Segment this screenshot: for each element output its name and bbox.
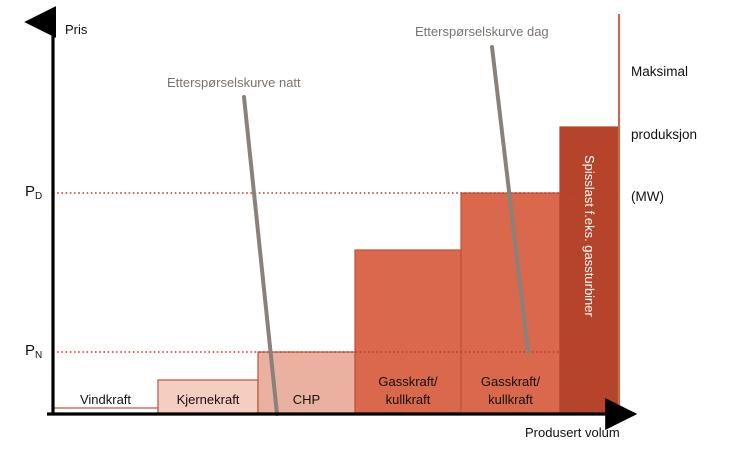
bar-label-line: kullkraft bbox=[488, 391, 533, 407]
max-production-line-3: (MW) bbox=[631, 189, 664, 205]
demand-curve-night-label: Etterspørselskurve natt bbox=[167, 75, 301, 90]
price-level-lines bbox=[53, 192, 619, 353]
bar-label-line: CHP bbox=[292, 392, 321, 407]
pd-sub: D bbox=[35, 191, 43, 202]
bar-label-0: Vindkraft bbox=[53, 391, 158, 409]
max-production-label: Maksimal produksjon (MW) bbox=[631, 20, 697, 250]
bar-label-line: Vindkraft bbox=[79, 392, 132, 407]
bar-label-2: CHP bbox=[258, 391, 355, 409]
bar-label-3: Gasskraft/kullkraft bbox=[355, 373, 461, 408]
pn-sub: N bbox=[35, 350, 43, 361]
demand-curve-night bbox=[242, 95, 279, 416]
demand-curve-day-label: Etterspørselskurve dag bbox=[415, 24, 549, 39]
max-production-line-1: Maksimal bbox=[631, 63, 689, 79]
supply-stack-bars bbox=[52, 126, 620, 415]
y-axis-title: Pris bbox=[65, 22, 88, 37]
max-production-line-2: produksjon bbox=[631, 126, 698, 142]
price-label-pd: PD bbox=[25, 182, 42, 202]
bar-label-line: kullkraft bbox=[385, 391, 431, 407]
pn-base: P bbox=[25, 342, 36, 359]
bar-label-line: Gasskraft/ bbox=[378, 374, 438, 389]
demand-curve-day bbox=[490, 45, 530, 354]
bar-5 bbox=[559, 126, 620, 415]
bar-4 bbox=[460, 192, 561, 415]
x-axis-title: Produsert volum bbox=[525, 425, 620, 440]
pd-base: P bbox=[25, 183, 36, 200]
demand-curves bbox=[242, 45, 530, 416]
bar-label-1: Kjernekraft bbox=[158, 391, 258, 409]
bar-label-5: Spisslast f.eks. gassturbiner bbox=[581, 155, 597, 317]
bar-label-4: Gasskraft/kullkraft bbox=[461, 373, 560, 408]
price-label-pn: PN bbox=[25, 341, 42, 361]
bar-label-line: Gasskraft/ bbox=[480, 374, 541, 389]
bar-label-line: Kjernekraft bbox=[176, 392, 240, 407]
